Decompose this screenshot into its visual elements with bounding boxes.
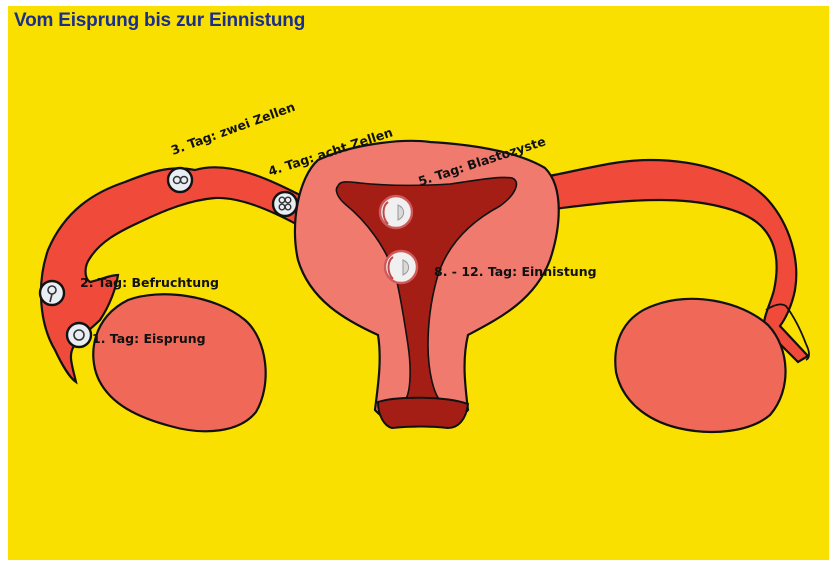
label-day1: 1. Tag: Eisprung (92, 331, 206, 346)
eight-cell-embryo-day4 (273, 192, 297, 216)
label-day8-12: 8. - 12. Tag: Einnistung (434, 264, 597, 279)
fertilized-egg-day2 (40, 281, 64, 305)
two-cell-embryo-day3 (168, 168, 192, 192)
label-day3: 3. Tag: zwei Zellen (169, 99, 297, 158)
left-ovary (93, 294, 265, 431)
vagina (378, 398, 468, 428)
label-day2: 2. Tag: Befruchtung (80, 275, 219, 290)
right-ovary (615, 299, 785, 432)
page-title: Vom Eisprung bis zur Einnistung (14, 10, 305, 32)
egg-cell-day1 (67, 323, 91, 347)
blastocyst-day5 (380, 196, 412, 228)
implanting-blastocyst (385, 251, 417, 283)
